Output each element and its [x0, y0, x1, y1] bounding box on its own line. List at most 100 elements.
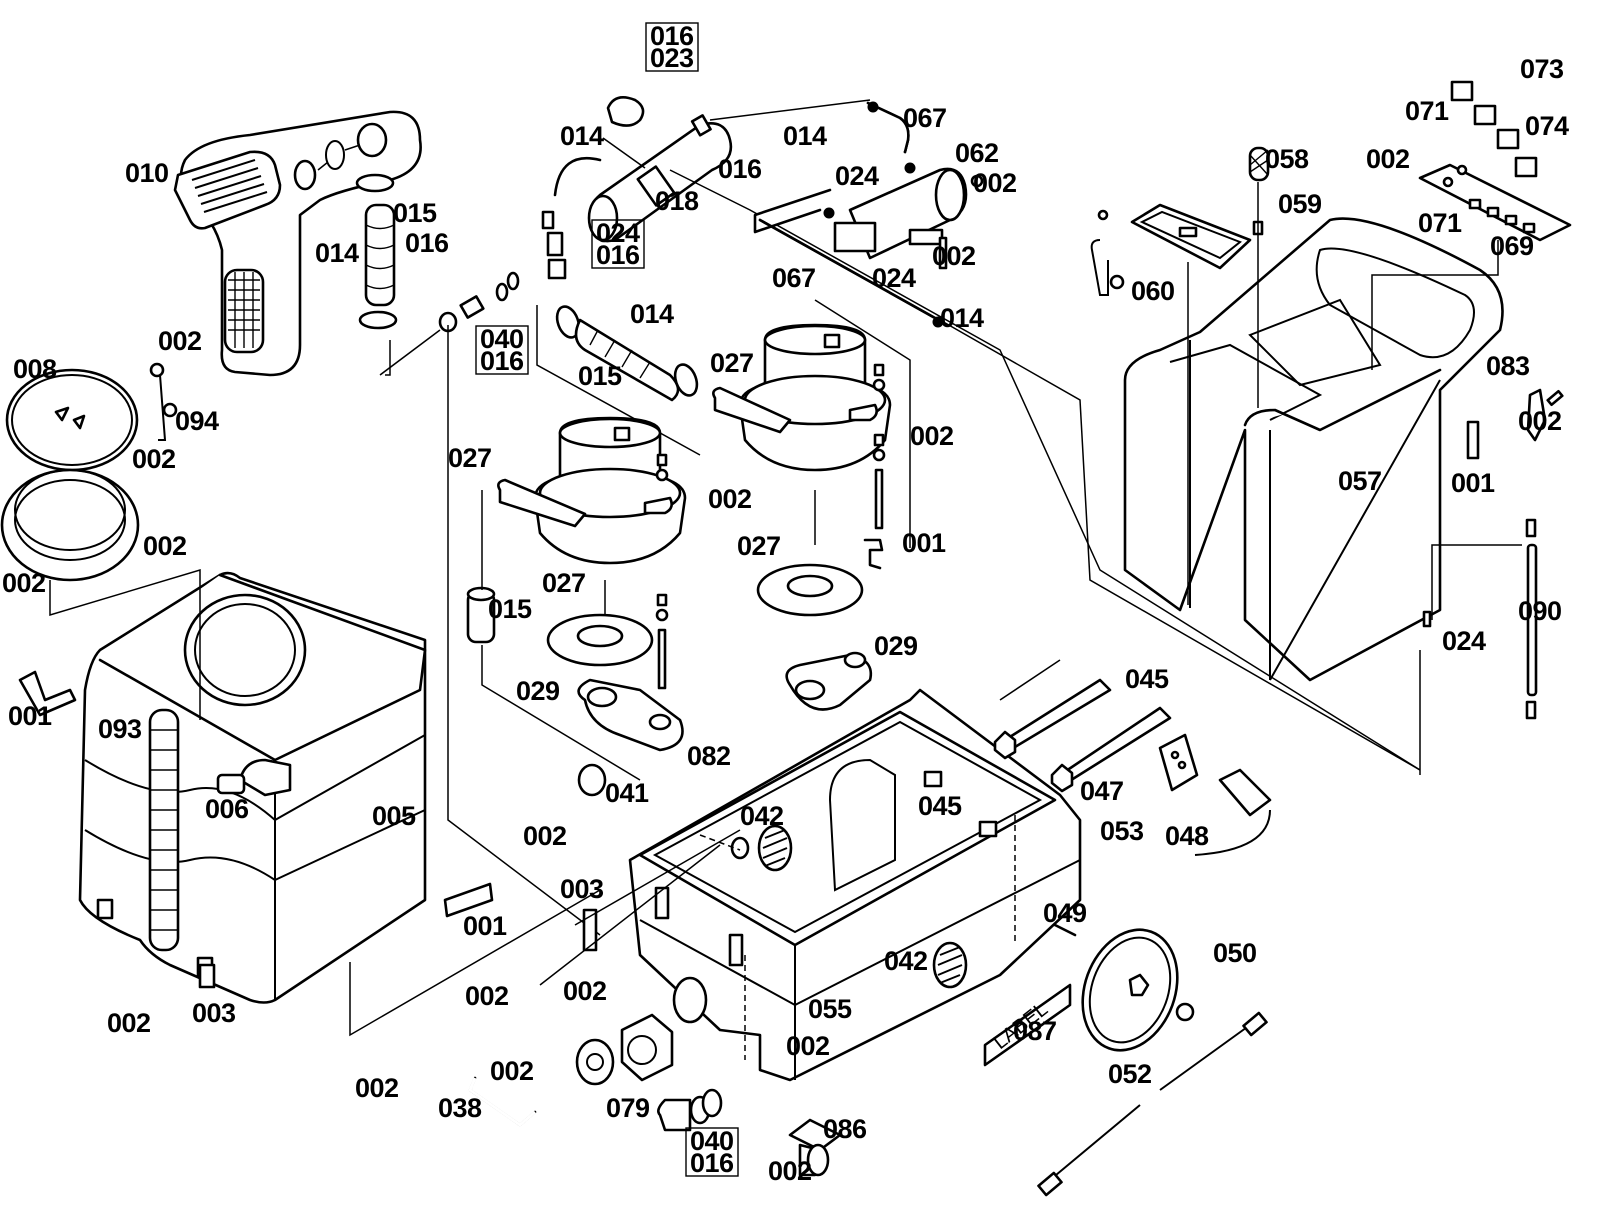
part-number-text: 045 [918, 791, 962, 821]
callout-024-a: 024 [835, 161, 880, 191]
part-062-pump [753, 101, 1421, 771]
callout-002-j: 002 [1366, 144, 1410, 174]
part-number-text: 067 [903, 103, 947, 133]
part-number-text: 002 [563, 976, 607, 1006]
callout-002-f: 002 [973, 168, 1017, 198]
callout-002-r: 002 [768, 1156, 812, 1186]
part-number-text: 001 [8, 701, 52, 731]
part-number-text: 048 [1165, 821, 1209, 851]
callout-049: 049 [1043, 898, 1088, 928]
part-number-text: 087 [1013, 1016, 1057, 1046]
part-number-text: 071 [1405, 96, 1449, 126]
part-number-text: 041 [605, 778, 649, 808]
callout-083: 083 [1486, 351, 1531, 381]
callout-038: 038 [438, 1093, 483, 1123]
callout-002-n: 002 [563, 976, 607, 1006]
callout-003-a: 003 [192, 998, 237, 1028]
part-number-text: 024 [872, 263, 916, 293]
part-number-text: 059 [1278, 189, 1322, 219]
part-number-text: 002 [523, 821, 567, 851]
part-number-text: 082 [687, 741, 731, 771]
part-number-text: 047 [1080, 776, 1124, 806]
part-090-rod [1525, 518, 1538, 720]
callout-002-i: 002 [708, 484, 752, 514]
callout-087: 087 [1013, 1016, 1057, 1046]
part-003-latches [198, 908, 598, 989]
part-number-text: 040 [690, 1126, 734, 1156]
callout-058: 058 [1265, 144, 1310, 174]
part-number-text: 002 [143, 531, 187, 561]
part-002-bolt-stacks [655, 363, 886, 690]
part-number-text: 002 [768, 1156, 812, 1186]
part-027-motor-right [712, 323, 892, 545]
part-number-text: 003 [560, 874, 604, 904]
callout-002-k: 002 [1518, 406, 1562, 436]
callout-042-a: 042 [740, 801, 784, 831]
part-number-text: 015 [393, 198, 437, 228]
callout-027-d: 027 [542, 568, 586, 598]
callout-002-g: 002 [932, 241, 976, 271]
callout-024-c: 024 [1442, 626, 1487, 656]
callout-045-b: 045 [918, 791, 963, 821]
part-number-text: 029 [516, 676, 560, 706]
part-number-text: 042 [740, 801, 784, 831]
part-number-text: 002 [932, 241, 976, 271]
part-number-text: 027 [710, 348, 754, 378]
part-number-text: 024 [835, 161, 879, 191]
callout-082: 082 [687, 741, 731, 771]
part-number-text: 083 [1486, 351, 1530, 381]
part-041-fitting [577, 763, 607, 797]
part-number-text: 002 [910, 421, 954, 451]
callout-003-b: 003 [560, 874, 605, 904]
callout-045-a: 045 [1125, 664, 1170, 694]
part-number-text: 027 [542, 568, 586, 598]
callout-005: 005 [372, 801, 417, 831]
part-number-text: 045 [1125, 664, 1169, 694]
part-number-text: 023 [650, 43, 694, 73]
callout-029-b: 029 [516, 676, 561, 706]
callout-048: 048 [1165, 821, 1210, 851]
callout-052: 052 [1108, 1059, 1152, 1089]
part-number-text: 052 [1108, 1059, 1152, 1089]
part-number-text: 060 [1131, 276, 1175, 306]
callout-041: 041 [605, 778, 650, 808]
callout-014-e: 014 [630, 299, 675, 329]
part-number-text: 067 [772, 263, 816, 293]
part-number-text: 002 [973, 168, 1017, 198]
part-number-text: 014 [940, 303, 984, 333]
part-number-text: 062 [955, 138, 999, 168]
part-079-fan [575, 1013, 723, 1132]
part-number-text: 029 [874, 631, 918, 661]
part-number-text: 024 [1442, 626, 1486, 656]
part-015-short-hose [466, 490, 641, 781]
part-number-text: 053 [1100, 816, 1144, 846]
callout-016-a: 016 [718, 154, 763, 184]
part-number-text: 086 [823, 1114, 867, 1144]
callout-090: 090 [1518, 596, 1562, 626]
callout-018: 018 [655, 186, 700, 216]
part-069-switch-panel [1371, 80, 1572, 370]
callout-box [685, 1127, 739, 1177]
callout-053: 053 [1100, 816, 1145, 846]
part-number-text: 093 [98, 714, 142, 744]
part-number-text: 001 [902, 528, 946, 558]
part-number-text: 002 [490, 1056, 534, 1086]
part-number-text: 016 [596, 240, 640, 270]
callout-box [591, 219, 645, 269]
callout-016-b: 016 [405, 228, 450, 258]
part-number-text: 002 [1366, 144, 1410, 174]
part-number-text: 016 [480, 346, 524, 376]
callout-014-d: 014 [940, 303, 985, 333]
callout-071-b: 071 [1418, 208, 1463, 238]
callout-002-b: 002 [132, 444, 176, 474]
callout-027-b: 027 [737, 531, 781, 561]
part-057-recovery-tank [1123, 217, 1504, 682]
callout-074: 074 [1525, 111, 1570, 141]
callout-box [475, 325, 529, 375]
part-number-text: 016 [650, 21, 694, 51]
callout-labels: 0160230100140150140160160180240160400160… [2, 21, 1570, 1186]
callout-002-l: 002 [523, 821, 567, 851]
part-number-text: 094 [175, 406, 219, 436]
